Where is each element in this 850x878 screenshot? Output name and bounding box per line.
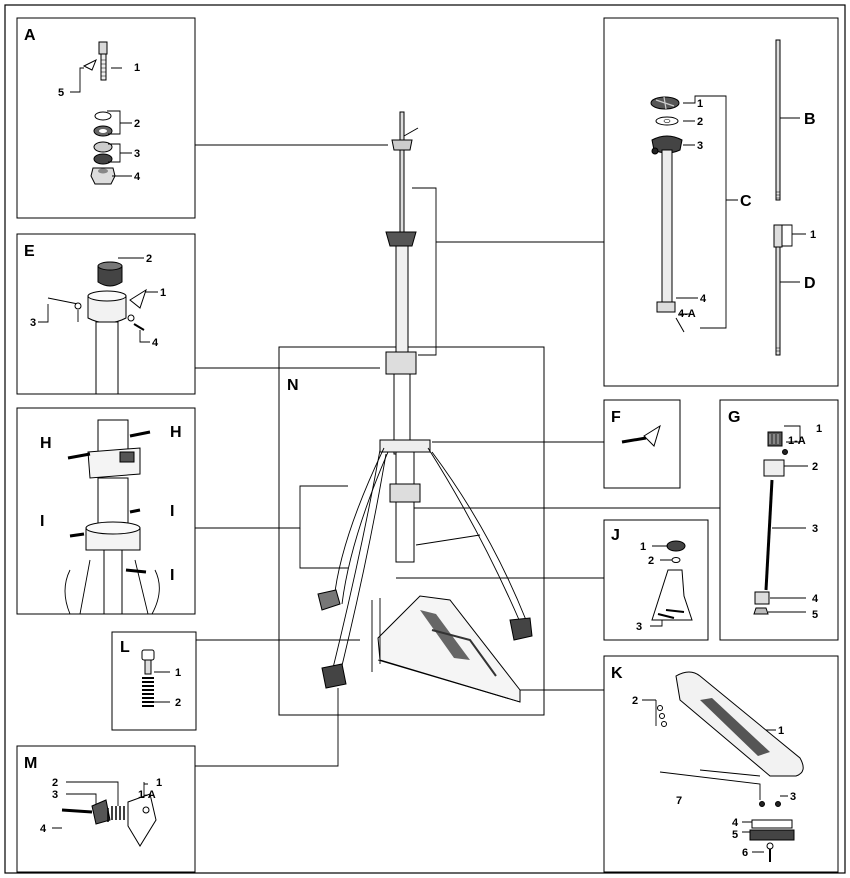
panel-j-label-3: 3 [636,621,642,633]
panel-c-label-1: 1 [697,98,703,110]
panel-c-parts [650,39,806,356]
panel-e-label-4: 4 [152,337,159,349]
panel-k-parts [642,671,804,862]
panel-j-box [603,519,709,641]
panel-l-box [111,631,197,731]
panel-e-label-1: 1 [160,287,166,299]
panel-k-box [603,655,839,873]
panel-hi-label-h2: H [170,424,182,441]
panel-j-parts [650,540,693,627]
panel-d-letter: D [804,275,816,292]
panel-m-label-2: 2 [52,777,58,789]
panel-c-label-2: 2 [697,116,703,128]
panel-f-letter: F [611,409,621,426]
panel-j-label-2: 2 [648,555,654,567]
panel-m-box [16,745,196,873]
panel-d-label-1: 1 [810,229,816,241]
panel-c-label-4: 4 [700,293,707,305]
panel-k-label-5: 5 [732,829,738,841]
panel-hi-label-i2: I [170,503,174,520]
panel-l-parts [141,649,170,707]
panel-f-box [603,399,681,489]
panel-k-label-6: 6 [742,847,748,859]
panel-n-box [278,346,545,716]
panel-a-parts [70,41,132,185]
panel-f-parts [621,424,661,447]
panel-g-label-4: 4 [812,593,819,605]
panel-m-parts [52,781,157,847]
panel-e-letter: E [24,243,35,260]
panel-c-label-4a: 4-A [678,308,696,320]
panel-b-letter: B [804,111,816,128]
panel-a-label-3: 3 [134,148,140,160]
panel-m-label-1a: 1-A [138,789,156,801]
panel-c-label-3: 3 [697,140,703,152]
outer-frame [4,4,846,874]
panel-k-label-3: 3 [790,791,796,803]
panel-hi-parts [64,419,160,615]
panel-k-letter: K [611,665,623,682]
panel-a-label-4: 4 [134,171,141,183]
panel-a-label-5: 5 [58,87,64,99]
panel-e-label-3: 3 [30,317,36,329]
panel-l-label-2: 2 [175,697,181,709]
panel-hi-label-h1: H [40,435,52,452]
panel-g-label-1: 1 [816,423,822,435]
panel-hi-label-i3: I [170,567,174,584]
panel-m-label-1: 1 [156,777,162,789]
panel-hi-label-i1: I [40,513,44,530]
panel-m-label-3: 3 [52,789,58,801]
panel-g-parts [753,425,808,615]
panel-l-label-1: 1 [175,667,181,679]
panel-k-label-1: 1 [778,725,784,737]
panel-j-letter: J [611,527,620,544]
panel-a-label-2: 2 [134,118,140,130]
panel-a-box [16,17,196,219]
panel-k-label-4: 4 [732,817,739,829]
panel-n-letter: N [287,377,299,394]
panel-a-letter: A [24,27,36,44]
main-stand-drawing [317,111,533,703]
panel-e-parts [38,257,158,395]
panel-g-label-2: 2 [812,461,818,473]
panel-c-letter: C [740,193,752,210]
panel-g-label-1a: 1-A [788,435,806,447]
panel-c-box [603,17,839,387]
panel-j-label-1: 1 [640,541,646,553]
panel-g-letter: G [728,409,740,426]
panel-k-label-2: 2 [632,695,638,707]
panel-m-label-4: 4 [40,823,47,835]
panel-g-label-5: 5 [812,609,818,621]
panel-m-letter: M [24,755,37,772]
panel-k-label-7: 7 [676,795,682,807]
panel-e-label-2: 2 [146,253,152,265]
panel-a-label-1: 1 [134,62,140,74]
panel-g-box [719,399,839,641]
panel-g-label-3: 3 [812,523,818,535]
panel-l-letter: L [120,639,130,656]
